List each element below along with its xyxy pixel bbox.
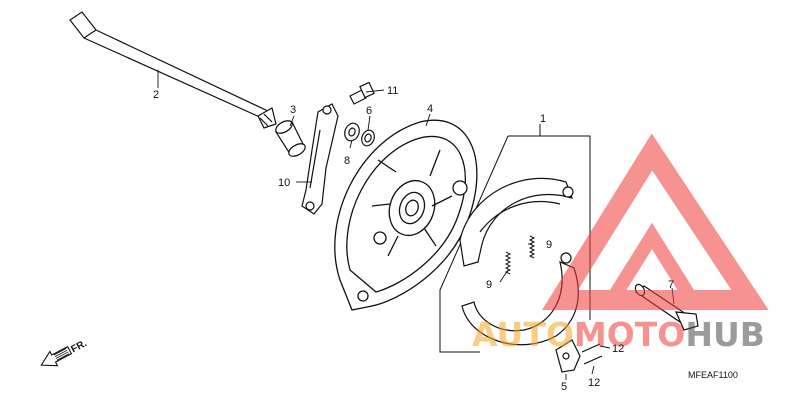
callout-11: 11: [387, 85, 398, 97]
brake-shoe-upper: [459, 177, 574, 267]
washer-part: [344, 122, 375, 147]
watermark-word-moto: MOTO: [574, 315, 685, 354]
diagram-code: MFEAF1100: [688, 370, 738, 380]
callout-12-upper: 12: [612, 343, 624, 355]
callout-7: 7: [668, 279, 674, 291]
svg-text:AUTOMOTOHUB: AUTOMOTOHUB: [472, 315, 765, 354]
callout-8: 8: [344, 155, 350, 167]
watermark-word-hub: HUB: [685, 315, 765, 354]
brake-panel-part: [334, 119, 478, 311]
forward-label: FR.: [69, 338, 89, 355]
callout-3: 3: [290, 104, 296, 116]
spring-part: [504, 235, 536, 275]
callout-1: 1: [540, 113, 546, 125]
watermark-triangle-outer: [542, 133, 769, 310]
watermark-word-auto: AUTO: [472, 315, 574, 354]
automotohub-watermark: AUTOMOTOHUB: [472, 133, 769, 354]
callout-6: 6: [366, 105, 372, 117]
collar-part: [275, 120, 306, 157]
callout-10: 10: [278, 177, 290, 189]
callout-4: 4: [427, 103, 433, 115]
forward-arrow-icon: [40, 345, 73, 367]
callout-5: 5: [561, 381, 567, 393]
stopper-arm-part: [301, 103, 339, 215]
bolt-part: [349, 81, 375, 105]
callout-labels: 2 3 8 6 11 4 1 10 9 9 7 12 5 12: [153, 85, 674, 393]
watermark-triangle-inner: [599, 222, 705, 307]
cotter-pin-part: [581, 343, 603, 365]
callout-9-upper: 9: [546, 239, 552, 251]
axle-part: [69, 11, 277, 129]
leader-lines: [157, 70, 675, 380]
callout-2: 2: [153, 89, 159, 101]
plate-part: [555, 339, 581, 373]
forward-direction-indicator: FR.: [40, 338, 89, 367]
callout-12-lower: 12: [588, 377, 600, 389]
callout-9-lower: 9: [486, 279, 492, 291]
